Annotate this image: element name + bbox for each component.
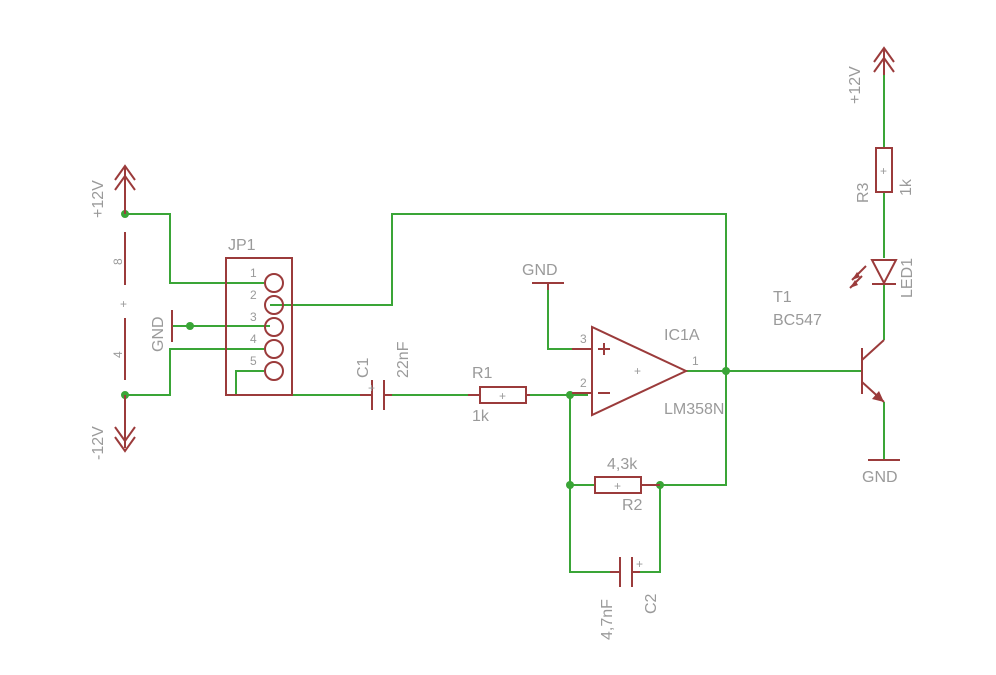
led-name: LED1	[899, 258, 916, 298]
c1-name: C1	[355, 357, 372, 378]
junction-dot	[722, 367, 730, 375]
wires	[124, 75, 885, 573]
right-pos-label: +12V	[847, 66, 864, 104]
opamp-ic1a: + 3 2 1 IC1A LM358N GND	[522, 262, 724, 418]
r2-plus: +	[614, 479, 621, 493]
left-supply: +12V -12V 8 4 + GND	[90, 164, 173, 460]
transistor-part: BC547	[773, 312, 822, 329]
emitter-arrow-icon	[872, 391, 884, 402]
resistor-r3: + R3 1k	[855, 147, 915, 203]
c2-plus: +	[636, 557, 643, 571]
r1-plus: +	[499, 389, 506, 403]
transistor-name: T1	[773, 289, 792, 306]
jp1-pin-1: 1	[250, 266, 257, 280]
right-supply: +12V	[847, 46, 895, 104]
r1-name: R1	[472, 365, 493, 382]
supply-plus-mark: +	[120, 297, 127, 311]
gnd-left-label: GND	[150, 316, 167, 352]
opamp-part: LM358N	[664, 401, 724, 418]
resistor-r1: + R1 1k	[468, 365, 530, 425]
r2-value: 4,3k	[607, 456, 638, 473]
r3-plus: +	[880, 164, 887, 178]
opamp-pin-1: 1	[692, 354, 699, 368]
r2-name: R2	[622, 497, 643, 514]
transistor-t1: T1 BC547 GND	[773, 289, 900, 486]
r1-value: 1k	[472, 408, 490, 425]
left-neg-label: -12V	[90, 426, 107, 460]
jp1-pin-5: 5	[250, 354, 257, 368]
jp1-pin-4: 4	[250, 332, 257, 346]
junction-dot	[566, 481, 574, 489]
supply-pin-bottom: 4	[111, 351, 125, 358]
c2-value: 4,7nF	[599, 599, 616, 640]
opamp-pin-2: 2	[580, 376, 587, 390]
r3-name: R3	[855, 182, 872, 203]
c1-plus: +	[368, 381, 375, 395]
opamp-pin-3: 3	[580, 332, 587, 346]
led-1: LED1	[849, 258, 916, 298]
jp1-pin-3: 3	[250, 310, 257, 324]
left-pos-label: +12V	[90, 180, 107, 218]
transistor-gnd-label: GND	[862, 469, 898, 486]
capacitor-c2: + 4,7nF C2	[599, 557, 660, 640]
opamp-name: IC1A	[664, 327, 700, 344]
supply-arrow-down-icon	[114, 426, 136, 453]
ground-bar-icon	[532, 282, 564, 290]
resistor-r2: + 4,3k R2	[594, 456, 660, 514]
jp1-pin-2: 2	[250, 288, 257, 302]
opamp-center-plus: +	[634, 364, 641, 378]
r3-value: 1k	[898, 178, 915, 196]
supply-pin-top: 8	[111, 258, 125, 265]
jp1-name: JP1	[228, 237, 256, 254]
c1-value: 22nF	[395, 341, 412, 378]
capacitor-c1: + C1 22nF	[355, 341, 412, 410]
opamp-gnd-label: GND	[522, 262, 558, 279]
c2-name: C2	[643, 593, 660, 614]
connector-jp1: JP1 1 2 3 4 5	[225, 237, 293, 396]
junction-dot	[186, 322, 194, 330]
